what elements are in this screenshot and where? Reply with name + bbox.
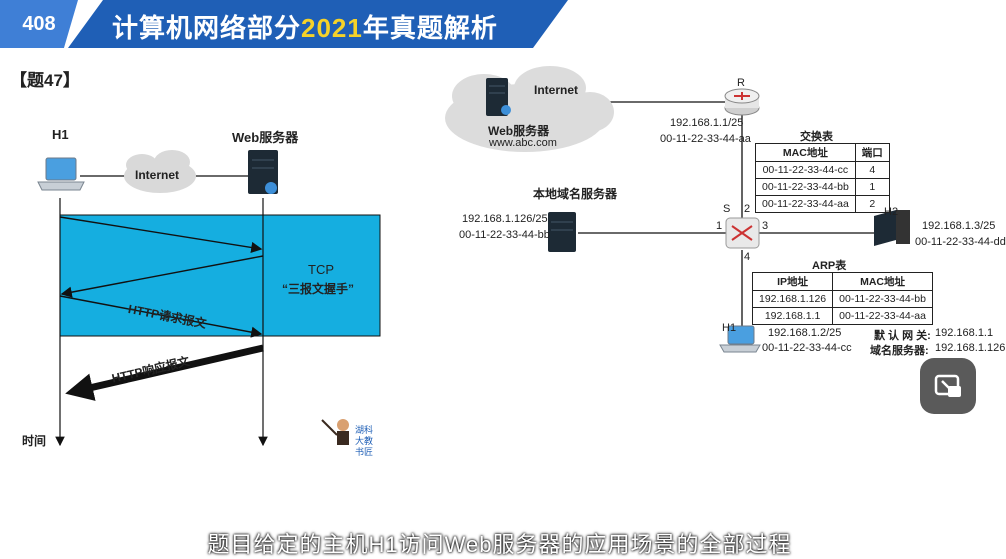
table-cell: 1 <box>854 178 890 196</box>
exit-fullscreen-button[interactable] <box>920 358 976 414</box>
table-cell: 00-11-22-33-44-bb <box>755 178 856 196</box>
label-time: 时间 <box>22 434 47 448</box>
table-cell: 192.168.1.1 <box>751 307 834 325</box>
title-year: 2021 <box>301 13 363 43</box>
title-bar <box>68 0 568 48</box>
table-cell: 00-11-22-33-44-aa <box>832 307 933 325</box>
title-part-1: 计算机网络部分 <box>112 13 302 43</box>
table-cell: 4 <box>854 161 890 179</box>
label-internet-right: Internet <box>534 83 579 97</box>
logo-text: 湖科大教书匠 <box>355 425 374 457</box>
label-h1-right: H1 <box>722 322 737 334</box>
server-icon-web-right <box>486 78 511 116</box>
label-handshake: “三报文握手” <box>282 282 355 296</box>
dns-mac: 00-11-22-33-44-bb <box>459 229 550 241</box>
table-cell: 00-11-22-33-44-aa <box>755 195 856 213</box>
dns-server-label: 域名服务器: <box>870 345 929 357</box>
router-ip: 192.168.1.1/25 <box>670 117 744 129</box>
port-4: 4 <box>744 251 751 263</box>
label-internet-left: Internet <box>135 168 180 182</box>
label-dns-server: 本地域名服务器 <box>533 187 618 201</box>
label-web-server-right: Web服务器 <box>488 124 550 138</box>
label-tcp: TCP <box>308 262 334 277</box>
gateway-value: 192.168.1.1 <box>935 327 994 339</box>
port-3: 3 <box>762 220 769 232</box>
table-cell: 00-11-22-33-44-cc <box>755 161 856 179</box>
port-2: 2 <box>744 203 751 215</box>
chapter-number: 408 <box>22 12 56 35</box>
label-web-url: www.abc.com <box>489 137 557 149</box>
chapter-badge: 408 <box>0 0 78 48</box>
router-mac: 00-11-22-33-44-aa <box>660 133 751 145</box>
gateway-label: 默 认 网 关: <box>874 330 931 342</box>
internet-cloud-right <box>445 66 614 152</box>
logo-figure <box>321 419 349 445</box>
h1-ip: 192.168.1.2/25 <box>768 327 842 339</box>
switch-table-header: MAC地址 <box>755 143 856 162</box>
label-h1: H1 <box>52 127 69 142</box>
title-part-2: 年真题解析 <box>362 13 498 43</box>
handshake-region <box>59 214 381 337</box>
dns-ip: 192.168.1.126/25 <box>462 213 548 225</box>
internet-cloud-left <box>124 150 196 193</box>
table-cell: 192.168.1.126 <box>751 290 834 308</box>
laptop-icon-h1 <box>37 157 85 191</box>
switch-icon <box>725 217 760 249</box>
arp-table-header: MAC地址 <box>832 272 933 291</box>
h1-mac: 00-11-22-33-44-cc <box>762 342 852 354</box>
dns-server-value: 192.168.1.126 <box>935 342 1006 354</box>
h2-ip: 192.168.1.3/25 <box>922 220 996 232</box>
video-subtitle: 题目给定的主机H1访问Web服务器的应用场景的全部过程 <box>207 532 792 557</box>
monitor-icon-h2 <box>874 210 910 246</box>
timing-diagram <box>37 66 910 447</box>
server-icon-web <box>248 150 278 194</box>
label-web-server: Web服务器 <box>232 130 299 145</box>
laptop-icon-h1-right <box>719 325 761 353</box>
label-router: R <box>737 77 745 89</box>
label-switch: S <box>723 203 731 215</box>
table-cell: 2 <box>854 195 890 213</box>
h2-mac: 00-11-22-33-44-dd <box>915 236 1006 248</box>
question-label: 【题47】 <box>10 71 80 90</box>
slide-title: 计算机网络部分2021年真题解析 <box>112 8 498 45</box>
server-icon-dns <box>548 212 576 252</box>
exit-fullscreen-icon <box>934 374 961 397</box>
router-icon <box>724 88 760 116</box>
port-1: 1 <box>716 220 723 232</box>
table-cell: 00-11-22-33-44-bb <box>832 290 933 308</box>
arp-table-header: IP地址 <box>751 272 834 291</box>
arp-table-title: ARP表 <box>812 260 847 272</box>
switch-table-header: 端口 <box>854 143 890 162</box>
switch-table-title: 交换表 <box>800 131 833 143</box>
